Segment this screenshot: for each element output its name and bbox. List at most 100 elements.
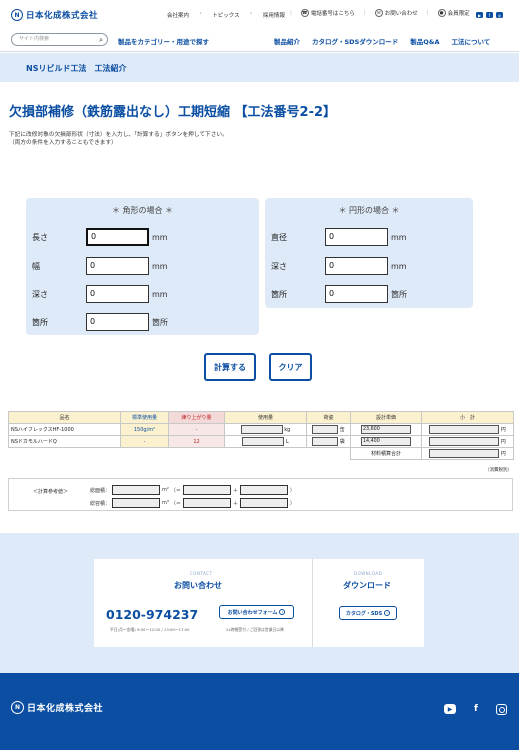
rect-area-output[interactable] bbox=[182, 485, 231, 495]
circle-depth-row: 深さ 0 mm bbox=[271, 257, 407, 275]
rectangle-panel-title: ＊ 角形の場合 ＊ bbox=[111, 206, 174, 215]
footer-brand-name: 日本化成株式会社 bbox=[27, 704, 104, 714]
logo-mark-icon: N bbox=[11, 9, 23, 21]
download-title: ダウンロード bbox=[343, 581, 391, 590]
subtotal-cell: 円 bbox=[421, 423, 514, 436]
search-icon[interactable]: ⌕ bbox=[99, 36, 103, 44]
subtotal-output[interactable] bbox=[429, 425, 500, 434]
area-unit: m² bbox=[162, 487, 169, 493]
col-header-price: 設計単価 bbox=[350, 411, 422, 424]
brand-logo[interactable]: N 日本化成株式会社 bbox=[11, 9, 98, 21]
rect-depth-input[interactable]: 0 bbox=[86, 285, 149, 303]
facebook-icon[interactable]: f bbox=[474, 704, 478, 714]
catalog-sds-button[interactable]: カタログ・SDS › bbox=[339, 606, 397, 620]
table-row: NSドカモルハードQ - 12 L 袋 14,400 円 bbox=[8, 435, 514, 448]
field-label: 深さ bbox=[32, 289, 48, 299]
field-unit: 箇所 bbox=[391, 289, 407, 299]
table-row: NSハイフレックスHF-1000 150g/m² - kg 缶 23,600 円 bbox=[8, 423, 514, 436]
contact-link[interactable]: ✉ お問い合わせ bbox=[374, 9, 418, 17]
volume-unit: m³ bbox=[162, 500, 169, 506]
total-output[interactable] bbox=[429, 449, 500, 458]
phone-icon: ☎ bbox=[300, 9, 309, 17]
circle-count-input[interactable]: 0 bbox=[325, 285, 388, 303]
rect-length-input[interactable]: 0 bbox=[86, 228, 149, 246]
circle-diameter-input[interactable]: 0 bbox=[325, 228, 388, 246]
business-hours: 平日(月〜金曜) 9:00〜12:00 / 13:00〜17:00 bbox=[110, 627, 190, 632]
package-cell: 缶 bbox=[306, 423, 351, 436]
package-unit: 袋 bbox=[339, 439, 345, 445]
utility-links: | ☎ 電話番号はこちら | ✉ お問い合わせ | ● 会員限定 bbox=[290, 9, 470, 17]
member-link[interactable]: ● 会員限定 bbox=[437, 9, 470, 17]
total-area-output[interactable] bbox=[112, 485, 161, 495]
circle-input-panel: ＊ 円形の場合 ＊ 直径 0 mm 深さ 0 mm 箇所 0 箇所 bbox=[265, 198, 473, 308]
price-cell: 14,400 bbox=[350, 435, 422, 448]
nav-topics[interactable]: トピックス bbox=[212, 13, 240, 19]
price-input[interactable]: 14,400 bbox=[361, 437, 411, 446]
usage-output[interactable] bbox=[240, 425, 283, 434]
price-input[interactable]: 23,600 bbox=[361, 425, 411, 434]
rect-width-row: 幅 0 mm bbox=[32, 257, 168, 275]
field-label: 箇所 bbox=[32, 317, 48, 327]
circle-area-output[interactable] bbox=[239, 485, 288, 495]
instagram-icon[interactable] bbox=[496, 704, 507, 715]
youtube-icon[interactable]: ▶ bbox=[476, 12, 483, 18]
rect-depth-row: 深さ 0 mm bbox=[32, 285, 168, 303]
package-output[interactable] bbox=[312, 425, 339, 434]
logo-mark-icon: N bbox=[11, 701, 24, 714]
subtotal-unit: 円 bbox=[500, 439, 506, 445]
circle-diameter-row: 直径 0 mm bbox=[271, 228, 407, 246]
total-volume-row: 総容積： m³ （＝ ＋ ） bbox=[90, 498, 295, 508]
col-header-yield: 練り上がり量 bbox=[168, 411, 225, 424]
rect-width-input[interactable]: 0 bbox=[86, 257, 149, 275]
brand-name: 日本化成株式会社 bbox=[26, 11, 99, 21]
circle-depth-input[interactable]: 0 bbox=[325, 257, 388, 275]
open-paren: （＝ bbox=[170, 500, 181, 507]
nav-products[interactable]: 製品紹介 bbox=[274, 38, 300, 46]
package-output[interactable] bbox=[312, 437, 339, 446]
utility-nav: 会社案内 • トピックス • 採用情報 bbox=[167, 11, 285, 19]
subtotal-output[interactable] bbox=[429, 437, 500, 446]
nav-separator: • bbox=[249, 11, 253, 17]
search-input[interactable]: サイト内検索 ⌕ bbox=[11, 33, 108, 46]
circle-count-row: 箇所 0 箇所 bbox=[271, 285, 407, 303]
total-volume-output[interactable] bbox=[112, 498, 161, 508]
field-unit: mm bbox=[152, 232, 168, 242]
field-unit: mm bbox=[391, 261, 407, 271]
nav-product-qa[interactable]: 製品Q&A bbox=[410, 38, 440, 46]
nav-separator: | bbox=[290, 10, 292, 16]
total-area-label: 総面積： bbox=[90, 487, 111, 494]
usage-cell: kg bbox=[224, 423, 307, 436]
card-divider bbox=[312, 559, 313, 647]
field-unit: 箇所 bbox=[152, 317, 168, 327]
phone-link[interactable]: ☎ 電話番号はこちら bbox=[300, 9, 355, 17]
material-table: 品名 標準使用量 練り上がり量 使用量 荷姿 設計単価 小 計 NSハイフレック… bbox=[8, 411, 514, 460]
arrow-circle-icon: › bbox=[279, 609, 286, 615]
footer-logo[interactable]: N 日本化成株式会社 bbox=[11, 701, 103, 714]
usage-output[interactable] bbox=[242, 437, 285, 446]
category-search-link[interactable]: 製品をカテゴリー・用途で探す bbox=[118, 38, 209, 46]
circle-volume-output[interactable] bbox=[239, 498, 288, 508]
rect-count-input[interactable]: 0 bbox=[86, 313, 149, 331]
instagram-icon[interactable]: ◎ bbox=[496, 12, 503, 18]
contact-title: お問い合わせ bbox=[174, 581, 222, 590]
youtube-icon[interactable]: ▶ bbox=[444, 704, 456, 714]
contact-form-label: お問い合わせフォーム bbox=[227, 609, 278, 616]
nav-methods[interactable]: 工法について bbox=[451, 38, 491, 46]
package-unit: 缶 bbox=[339, 427, 345, 433]
catalog-sds-label: カタログ・SDS bbox=[345, 610, 383, 617]
phone-number[interactable]: 0120-974237 bbox=[106, 607, 199, 622]
nav-recruit[interactable]: 採用情報 bbox=[262, 13, 285, 19]
rect-volume-output[interactable] bbox=[182, 498, 231, 508]
nav-catalog-download[interactable]: カタログ・SDSダウンロード bbox=[312, 38, 399, 46]
clear-button[interactable]: クリア bbox=[269, 353, 312, 381]
nav-company[interactable]: 会社案内 bbox=[167, 13, 190, 19]
subtotal-unit: 円 bbox=[500, 427, 506, 433]
contact-form-button[interactable]: お問い合わせフォーム › bbox=[219, 605, 294, 619]
field-label: 幅 bbox=[32, 261, 40, 271]
close-paren: ） bbox=[289, 487, 295, 494]
download-eyebrow: DOWNLOAD bbox=[354, 571, 383, 576]
footer: N 日本化成株式会社 ▶ f bbox=[0, 673, 519, 750]
facebook-icon[interactable]: f bbox=[486, 12, 493, 18]
open-paren: （＝ bbox=[170, 487, 181, 494]
calculate-button[interactable]: 計算する bbox=[204, 353, 256, 381]
